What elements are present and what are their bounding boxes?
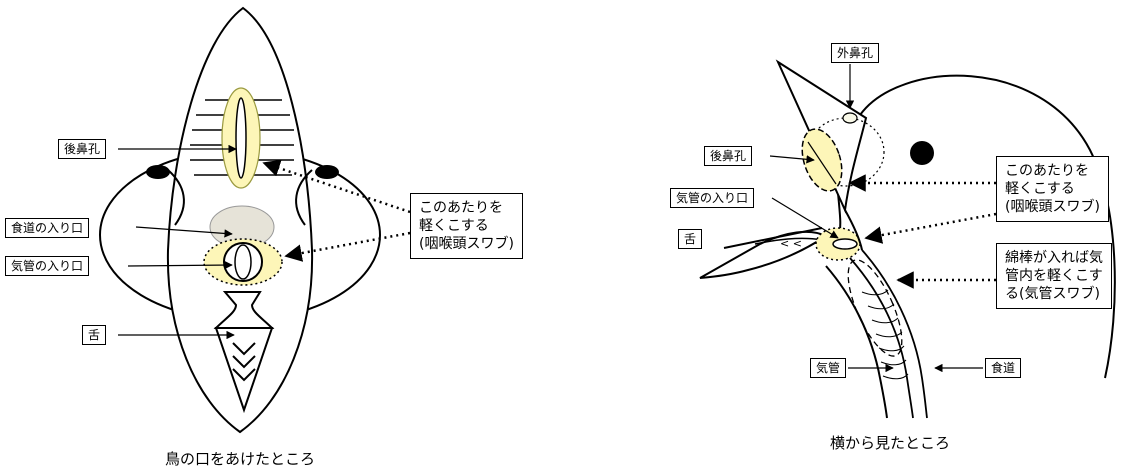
label-choana-side: 後鼻孔 [704, 146, 753, 166]
swab-note-throat-side: このあたりを 軽くこする (咽喉頭スワブ) [996, 156, 1109, 222]
label-trachea-side: 気管 [810, 358, 847, 378]
choana-line [807, 141, 837, 185]
glottis-opening [234, 244, 252, 280]
note-throat-line-1: このあたりを [1005, 163, 1089, 179]
eye-side [910, 141, 934, 165]
mouth-corner-left [167, 169, 185, 226]
tongue-chevron-2 [232, 355, 256, 369]
throat-front [825, 265, 888, 419]
nostril [842, 112, 858, 124]
label-esophagus-side: 食道 [985, 358, 1022, 378]
label-tongue-side: 舌 [678, 229, 703, 249]
upper-mandible-inner [723, 227, 823, 249]
trachea-back [849, 257, 914, 419]
label-choana: 後鼻孔 [58, 139, 107, 159]
pointer-choana-side [769, 155, 815, 164]
head-outline-side [859, 74, 1116, 379]
left-eye [146, 165, 170, 179]
label-esophagus-entrance: 食道の入り口 [5, 218, 90, 238]
mouth-corner-right [295, 169, 313, 226]
glottis-side [832, 238, 858, 250]
note-trachea-line-3: る(気管スワブ) [1005, 286, 1100, 302]
note-line-3: (咽喉頭スワブ) [419, 236, 514, 252]
swab-note-left: このあたりを 軽くこする (咽喉頭スワブ) [410, 193, 523, 259]
label-trachea-entrance: 気管の入り口 [5, 256, 90, 276]
note-arrow-choana [262, 159, 411, 214]
pointer-trachea [127, 260, 233, 270]
tongue [214, 327, 274, 414]
nostril-area [807, 117, 885, 187]
pointer-esophagus [135, 226, 233, 238]
note-line-1: このあたりを [419, 200, 503, 216]
side-view: < < [699, 59, 1116, 419]
swab-note-trachea-side: 綿棒が入れば気 管内を軽くこす る(気管スワブ) [996, 243, 1112, 309]
pointer-trachea-entrance-side [771, 197, 839, 239]
tongue-marks: < < [780, 237, 802, 250]
esophagus-line [861, 249, 928, 419]
label-trachea-entrance-side: 気管の入り口 [670, 188, 755, 208]
tongue-chevron-3 [232, 368, 256, 382]
note-throat-line-2: 軽くこする [1005, 181, 1075, 197]
label-tongue: 舌 [82, 325, 107, 345]
caption-right: 横から見たところ [830, 434, 951, 452]
note-trachea-line-1: 綿棒が入れば気 [1005, 250, 1103, 266]
choana-swab-area-side [801, 128, 843, 192]
right-eye [315, 165, 339, 179]
note-trachea-line-2: 管内を軽くこす [1005, 268, 1103, 284]
choana-slit [235, 97, 247, 179]
back-of-throat [844, 209, 863, 251]
note-arrow-side-trachea-entrance [864, 212, 997, 244]
open-beak-view [99, 6, 411, 434]
label-nostril: 外鼻孔 [831, 43, 880, 63]
tongue-side [754, 237, 823, 245]
trachea-swab-region [847, 259, 903, 357]
note-line-2: 軽くこする [419, 218, 489, 234]
note-throat-line-3: (咽喉頭スワブ) [1005, 199, 1100, 215]
caption-left: 鳥の口をあけたところ [165, 450, 316, 468]
tongue-chevron-1 [232, 342, 256, 356]
